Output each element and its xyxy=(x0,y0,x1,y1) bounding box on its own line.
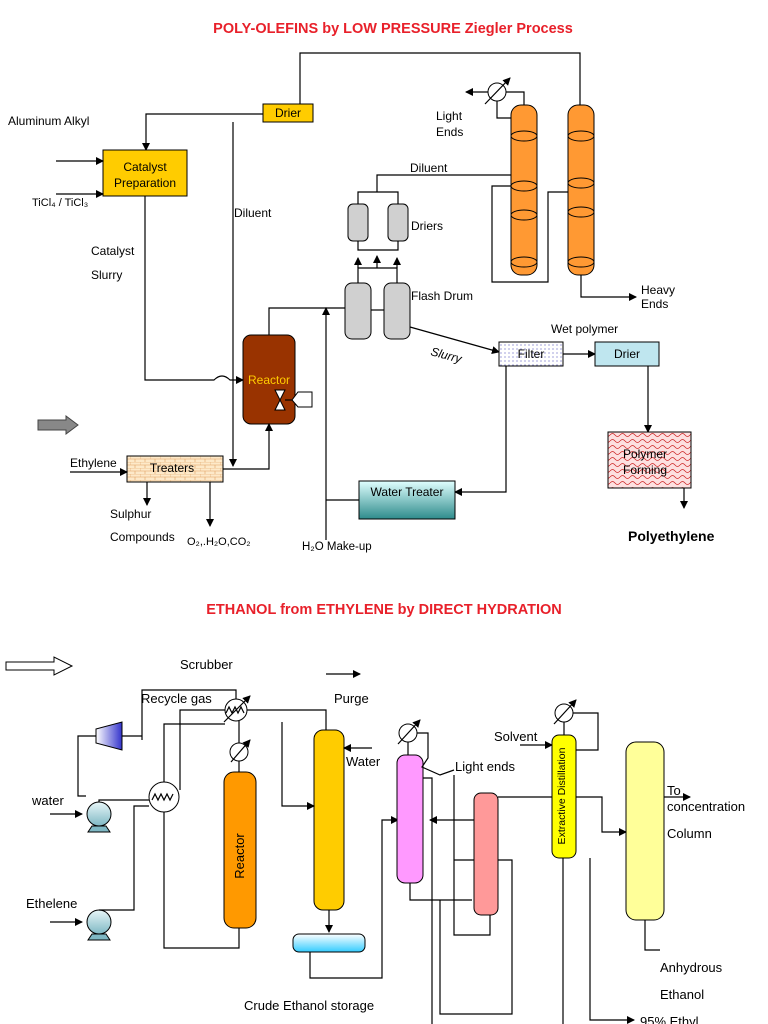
aluminum-alkyl-label: Aluminum Alkyl xyxy=(8,114,89,128)
filter-label: Filter xyxy=(518,347,545,361)
flash-drum-1 xyxy=(344,282,372,340)
heavy-ends-line1: Heavy xyxy=(641,283,675,297)
salmon-column xyxy=(473,792,499,916)
water-treater-label: Water Treater xyxy=(371,485,444,499)
catalyst-slurry-line1: Catalyst xyxy=(91,244,135,258)
recycle-gas-label: Recycle gas xyxy=(141,691,212,706)
drier-vessel-1 xyxy=(347,203,369,242)
polyethylene-label: Polyethylene xyxy=(628,528,715,544)
bottom-reactor-label: Reactor xyxy=(232,833,247,879)
ethelene-pump-icon xyxy=(86,909,112,935)
solvent-label: Solvent xyxy=(494,729,538,744)
treaters-box xyxy=(126,455,224,483)
catalyst-prep-line2: Preparation xyxy=(114,176,176,190)
top-drier-label: Drier xyxy=(275,106,301,120)
to-conc-line1: To xyxy=(667,783,681,798)
catalyst-preparation-box xyxy=(102,149,188,197)
extractive-distillation-label: Extractive Distillation xyxy=(556,747,568,844)
polymer-forming-line1: Polymer xyxy=(623,447,667,461)
o2-h2o-co2-label: O₂,.H₂O,CO₂ xyxy=(187,536,251,548)
right-drier-box xyxy=(594,341,660,367)
filter-box xyxy=(498,341,564,367)
purge-label: Purge xyxy=(334,691,369,706)
catalyst-prep-line1: Catalyst xyxy=(123,160,167,174)
reactor-actuator-icon xyxy=(291,391,313,408)
slurry-label: Slurry xyxy=(429,344,464,366)
to-conc-line2: concentration xyxy=(667,799,745,814)
sulphur-line1: Sulphur xyxy=(110,507,151,521)
drier-vessel-2 xyxy=(387,203,409,242)
diluent-top-label: Diluent xyxy=(410,161,448,175)
flash-drum-2 xyxy=(383,282,411,340)
right-drier-label: Drier xyxy=(614,347,640,361)
light-ends-line1: Light xyxy=(436,109,463,123)
water-mid-label: Water xyxy=(346,754,381,769)
top-diagram-title: POLY-OLEFINS by LOW PRESSURE Ziegler Pro… xyxy=(213,21,573,37)
light-ends-line2: Ends xyxy=(436,125,463,139)
ticl-label: TiCl₄ / TiCl₃ xyxy=(32,197,88,209)
ethelene-label: Ethelene xyxy=(26,896,77,911)
reactor-valve-icon xyxy=(274,389,286,411)
polymer-forming-line2: Forming xyxy=(623,463,667,477)
top-drier-box xyxy=(262,103,314,123)
anhydrous-line2: Ethanol xyxy=(660,987,704,1002)
bottom-reactor-vessel xyxy=(223,771,257,929)
crude-ethanol-label: Crude Ethanol storage xyxy=(244,998,374,1013)
gray-arrow-icon xyxy=(37,415,79,435)
compressor-icon xyxy=(95,721,123,751)
pink-column xyxy=(396,754,424,884)
concentration-column xyxy=(625,741,665,921)
sulphur-line2: Compounds xyxy=(110,530,175,544)
purge-column xyxy=(313,729,345,911)
top-reactor-label: Reactor xyxy=(248,373,290,387)
heavy-ends-line2: Ends xyxy=(641,297,668,311)
treaters-label: Treaters xyxy=(150,461,194,475)
ethyl-95-label: 95% Ethyl xyxy=(640,1014,699,1024)
bottom-diagram-title: ETHANOL from ETHYLENE by DIRECT HYDRATIO… xyxy=(206,602,562,618)
crude-ethanol-storage-tank xyxy=(292,933,366,953)
wet-polymer-label: Wet polymer xyxy=(551,322,618,336)
hollow-arrow-icon xyxy=(5,656,74,676)
catalyst-slurry-line2: Slurry xyxy=(91,268,122,282)
light-ends-bottom-label: Light ends xyxy=(455,759,515,774)
water-treater-box xyxy=(358,480,456,520)
flash-drum-label: Flash Drum xyxy=(411,289,473,303)
diluent-left-label: Diluent xyxy=(234,206,272,220)
anhydrous-line1: Anhydrous xyxy=(660,960,723,975)
driers-label: Driers xyxy=(411,219,443,233)
to-conc-line3: Column xyxy=(667,826,712,841)
ethylene-label: Ethylene xyxy=(70,456,117,470)
water-label: water xyxy=(31,793,64,808)
scrubber-label: Scrubber xyxy=(180,657,233,672)
h2o-makeup-label: H₂O Make-up xyxy=(302,541,372,553)
water-pump-icon xyxy=(86,801,112,827)
polymer-forming-box xyxy=(607,431,692,489)
